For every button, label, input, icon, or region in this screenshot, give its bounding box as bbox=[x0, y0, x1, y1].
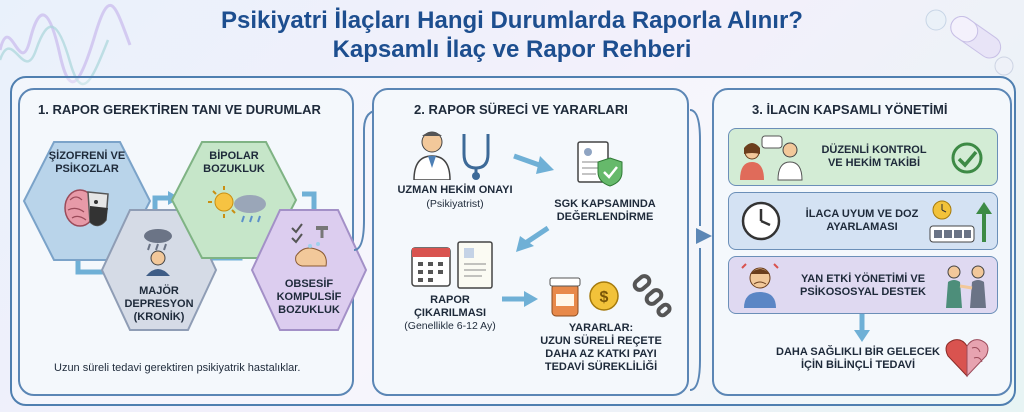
hex-depression-label: MAJÖR DEPRESYON (KRONİK) bbox=[100, 285, 218, 324]
report-line-1: RAPOR bbox=[430, 294, 470, 306]
schizophrenia-line-2: PSİKOZLAR bbox=[55, 163, 119, 175]
pill-organizer-arrow-icon bbox=[929, 200, 992, 243]
svg-text:$: $ bbox=[600, 289, 609, 306]
report-issue-sub: (Genellikle 6-12 Ay) bbox=[404, 320, 496, 332]
section-2-title: 2. RAPOR SÜRECİ VE YARARLARI bbox=[414, 102, 628, 117]
card-1-line-1: DÜZENLİ KONTROL bbox=[821, 144, 927, 156]
arrow-doctor-to-sgk bbox=[513, 153, 554, 174]
page-title: Psikiyatri İlaçları Hangi Durumlarda Rap… bbox=[0, 6, 1024, 64]
sgk-line-2: DEĞERLENDİRME bbox=[556, 211, 654, 223]
depression-line-2: DEPRESYON bbox=[124, 298, 194, 310]
ocd-line-2: KOMPULSİF bbox=[276, 291, 342, 303]
hex-schizophrenia-label: ŞİZOFRENİ VE PSİKOZLAR bbox=[22, 150, 152, 176]
card-2-line-1: İLACA UYUM VE DOZ bbox=[805, 208, 919, 220]
arrow-sgk-to-report bbox=[516, 225, 550, 252]
hex-ocd-label: OBSESİF KOMPULSİF BOZUKLUK bbox=[250, 278, 368, 317]
ocd-line-1: OBSESİF bbox=[284, 278, 334, 290]
doctor-approval-label: UZMAN HEKİM ONAYI bbox=[397, 184, 513, 196]
doctor-approval-sub: (Psikiyatrist) bbox=[426, 198, 484, 210]
card-3-line-1: YAN ETKİ YÖNETİMİ VE bbox=[800, 273, 926, 285]
report-issue-label: RAPOR ÇIKARILMASI bbox=[390, 294, 510, 320]
depression-line-1: MAJÖR bbox=[139, 285, 179, 297]
benefits-line-3: DAHA AZ KATKI PAYI bbox=[545, 348, 657, 360]
distressed-person-icon bbox=[741, 263, 779, 308]
section-3-title: 3. İLACIN KAPSAMLI YÖNETİMİ bbox=[752, 102, 948, 117]
final-line-2: İÇİN BİLİNÇLİ TEDAVİ bbox=[800, 359, 916, 371]
bipolar-line-2: BOZUKLUK bbox=[203, 163, 265, 175]
pill-capsules-decoration-icon bbox=[925, 9, 1014, 76]
section-2-to-3-connector bbox=[689, 109, 712, 391]
final-outcome-label: DAHA SAĞLIKLI BİR GELECEK İÇİN BİLİNÇLİ … bbox=[768, 346, 948, 372]
brainwave-decoration-icon bbox=[0, 4, 132, 86]
section-1-title: 1. RAPOR GEREKTİREN TANI VE DURUMLAR bbox=[38, 102, 321, 117]
arrow-report-to-benefits bbox=[502, 291, 538, 307]
benefits-line-4: TEDAVİ SÜREKLİLİĞİ bbox=[544, 361, 658, 373]
card-1-line-2: VE HEKİM TAKİBİ bbox=[827, 157, 921, 169]
benefits-line-1: YARARLAR: bbox=[568, 322, 634, 334]
final-line-1: DAHA SAĞLIKLI BİR GELECEK bbox=[776, 346, 940, 358]
card-2-line-2: AYARLAMASI bbox=[826, 221, 898, 233]
checkmark-circle-icon bbox=[951, 142, 983, 174]
hex-ocd bbox=[250, 209, 368, 331]
document-shield-icon bbox=[577, 141, 623, 187]
report-line-2: ÇIKARILMASI bbox=[413, 307, 487, 319]
brain-mask-icon bbox=[64, 189, 109, 227]
card-3-label: YAN ETKİ YÖNETİMİ VE PSİKOSOSYAL DESTEK bbox=[788, 273, 938, 299]
bipolar-line-1: BİPOLAR bbox=[209, 150, 259, 162]
arrow-down-to-final bbox=[854, 314, 870, 342]
patient-doctor-consultation-icon bbox=[740, 135, 803, 181]
benefits-label: YARARLAR: UZUN SÜRELİ REÇETE DAHA AZ KAT… bbox=[526, 322, 676, 374]
card-3-line-2: PSİKOSOSYAL DESTEK bbox=[800, 286, 926, 298]
sun-rain-cloud-icon bbox=[208, 186, 266, 223]
doctor-stethoscope-icon bbox=[413, 131, 490, 180]
hex-bipolar-label: BİPOLAR BOZUKLUK bbox=[170, 150, 298, 176]
schizophrenia-line-1: ŞİZOFRENİ VE bbox=[48, 150, 126, 162]
title-line-2: Kapsamlı İlaç ve Rapor Rehberi bbox=[332, 36, 692, 63]
heart-brain-icon bbox=[945, 339, 989, 378]
sgk-line-1: SGK KAPSAMINDA bbox=[554, 198, 656, 210]
sgk-evaluation-label: SGK KAPSAMINDA DEĞERLENDİRME bbox=[540, 198, 670, 224]
handwashing-checklist-icon bbox=[291, 223, 328, 267]
pill-bottle-coin-chain-icon: $ bbox=[549, 274, 672, 318]
ocd-line-3: BOZUKLUK bbox=[278, 304, 340, 316]
title-line-1: Psikiyatri İlaçları Hangi Durumlarda Rap… bbox=[221, 7, 803, 34]
depression-line-3: (KRONİK) bbox=[133, 311, 185, 323]
supportive-people-icon bbox=[946, 265, 986, 308]
card-1-label: DÜZENLİ KONTROL VE HEKİM TAKİBİ bbox=[806, 144, 942, 170]
clock-icon bbox=[741, 201, 781, 241]
card-2-label: İLACA UYUM VE DOZ AYARLAMASI bbox=[794, 208, 930, 234]
section-1-note: Uzun süreli tedavi gerektiren psikiyatri… bbox=[54, 362, 301, 374]
section-1-to-2-connector bbox=[353, 109, 381, 251]
benefits-line-2: UZUN SÜRELİ REÇETE bbox=[540, 335, 662, 347]
calendar-report-icon bbox=[411, 241, 493, 289]
depressed-person-icon bbox=[144, 229, 172, 276]
